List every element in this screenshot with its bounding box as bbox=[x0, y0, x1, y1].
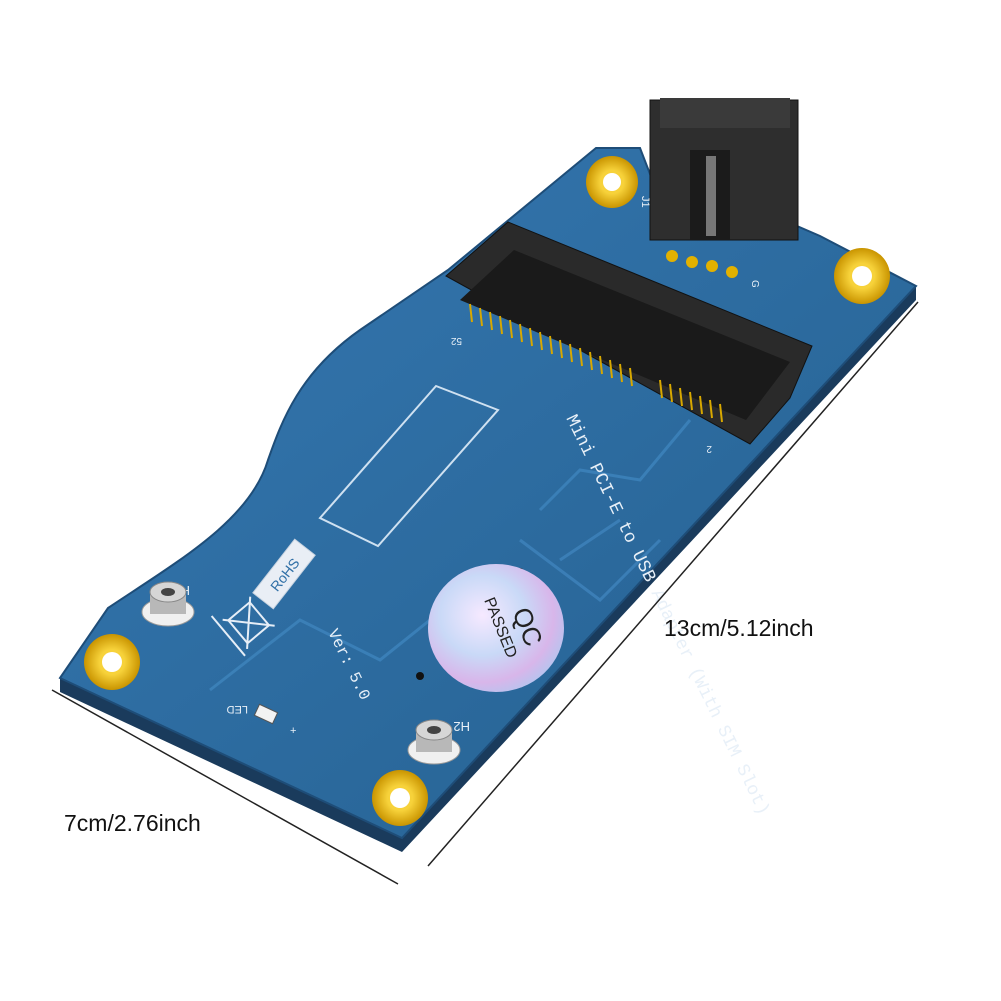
mini-pcie-slot bbox=[445, 221, 813, 445]
label-led: LED bbox=[227, 703, 248, 715]
standoff-h1 bbox=[141, 581, 195, 627]
label-plus: + bbox=[290, 725, 296, 737]
mount-hole-top-left bbox=[586, 156, 638, 208]
mount-hole-bottom-right bbox=[372, 770, 428, 826]
dimension-width-label: 7cm/2.76inch bbox=[64, 810, 201, 836]
label-j1: J1 bbox=[639, 196, 651, 208]
usb-header-connector bbox=[649, 98, 799, 278]
dimension-line-width bbox=[51, 689, 399, 885]
label-2: 2 bbox=[706, 443, 712, 454]
standoff-h2 bbox=[407, 719, 461, 765]
weee-bin-icon bbox=[210, 596, 275, 657]
dimension-line-length bbox=[427, 301, 919, 867]
mount-hole-bottom-left bbox=[84, 634, 140, 690]
label-52: 52 bbox=[450, 335, 462, 346]
label-g: G bbox=[749, 280, 760, 288]
dimension-length-label: 13cm/5.12inch bbox=[664, 615, 814, 641]
mount-hole-top-right bbox=[834, 248, 890, 304]
sim-slot-outline bbox=[318, 384, 500, 548]
pcb-traces bbox=[209, 419, 692, 692]
qc-passed-sticker: QC PASSED bbox=[428, 564, 564, 692]
label-h2: H2 bbox=[453, 719, 470, 734]
via-dot bbox=[416, 672, 424, 680]
led-component bbox=[253, 703, 279, 725]
